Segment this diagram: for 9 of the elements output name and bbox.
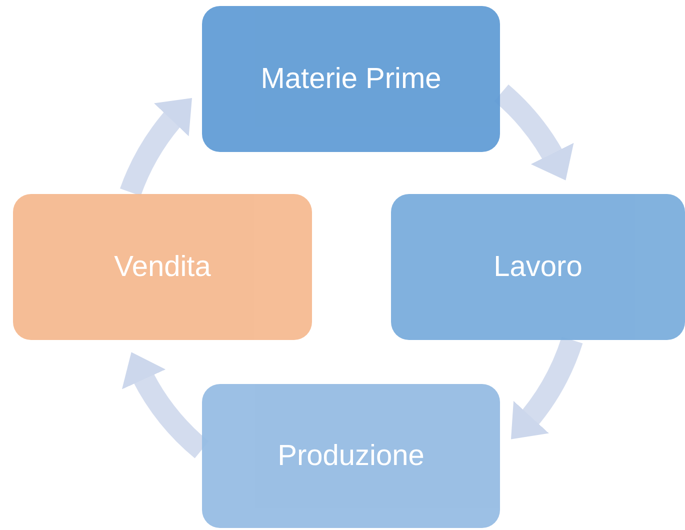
box-label: Lavoro [494, 250, 582, 284]
box-label: Materie Prime [260, 62, 442, 96]
cycle-arrow [120, 97, 192, 196]
process-box [202, 6, 500, 152]
process-box [202, 384, 500, 528]
process-box [391, 194, 685, 340]
box-label: Produzione [278, 440, 424, 472]
box-label: Vendita [114, 250, 211, 284]
process-box [13, 194, 312, 340]
